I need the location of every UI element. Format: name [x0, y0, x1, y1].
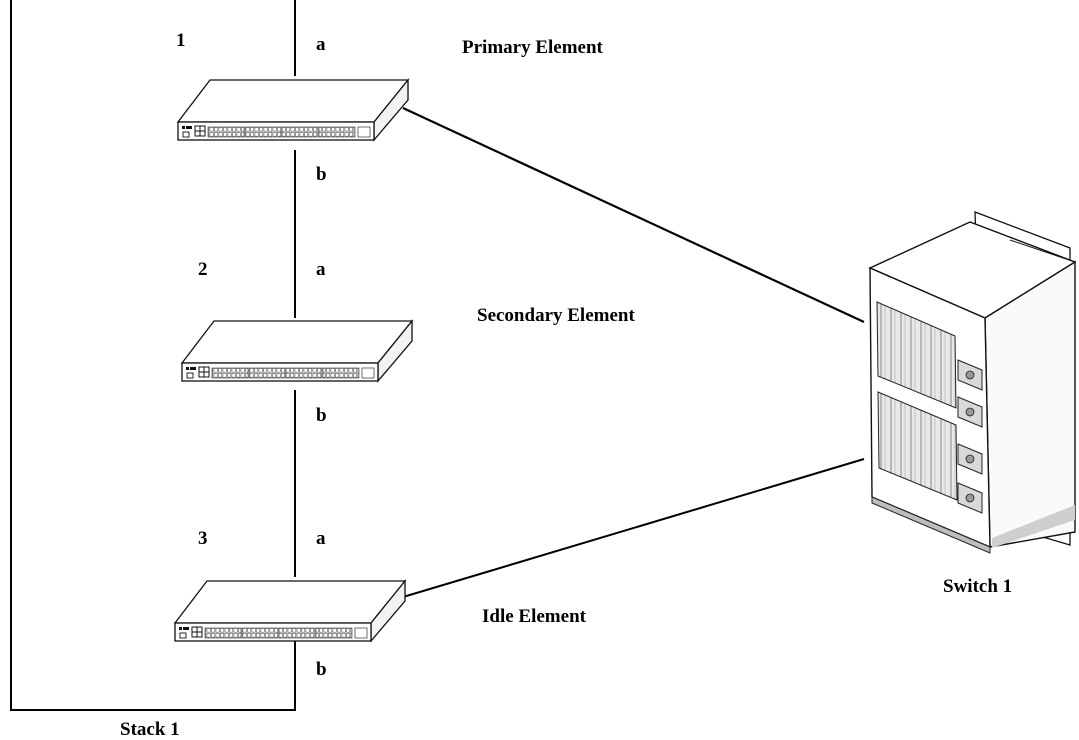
role-idle: Idle Element [482, 606, 587, 627]
port-b-2: b [316, 405, 327, 426]
element-number-1: 1 [176, 30, 186, 51]
role-primary: Primary Element [462, 37, 604, 58]
port-b-1: b [316, 164, 327, 185]
port-a-3: a [316, 528, 326, 549]
uplink-idle [402, 458, 865, 598]
uplink-cables [402, 107, 865, 598]
stack-switch-1-icon [177, 79, 409, 141]
port-a-1: a [316, 34, 326, 55]
chassis-switch-icon [868, 211, 1077, 554]
stack-switch-2-icon [181, 320, 413, 382]
stack-element-1 [177, 79, 409, 141]
stack-element-2 [181, 320, 413, 382]
role-secondary: Secondary Element [477, 305, 635, 326]
stack-element-3 [174, 580, 406, 642]
stack-label: Stack 1 [120, 719, 180, 740]
stack-switch-3-icon [174, 580, 406, 642]
element-number-2: 2 [198, 259, 208, 280]
element-number-3: 3 [198, 528, 208, 549]
switch-label: Switch 1 [943, 576, 1012, 597]
stack-loop [10, 0, 296, 711]
uplink-primary [402, 107, 865, 323]
port-b-3: b [316, 659, 327, 680]
port-a-2: a [316, 259, 326, 280]
